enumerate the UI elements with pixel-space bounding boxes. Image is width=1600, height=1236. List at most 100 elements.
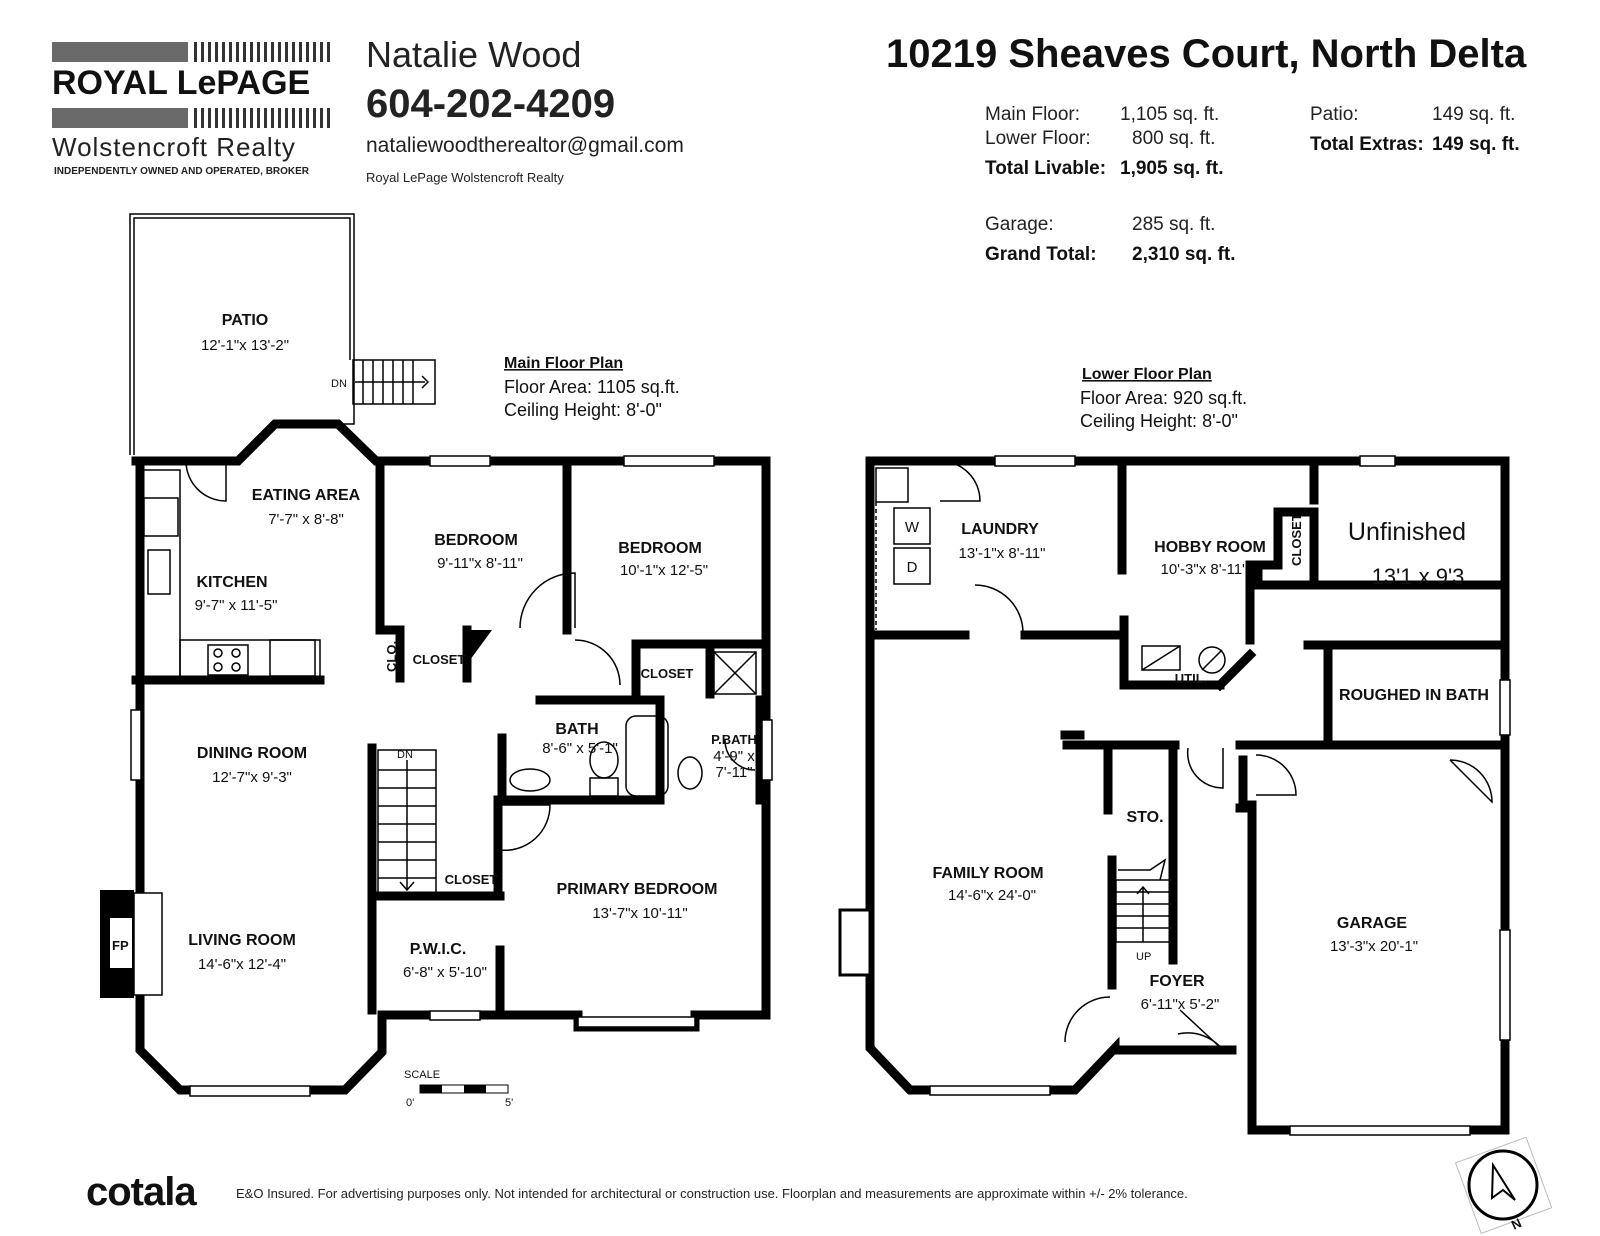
primary-bedroom-dim: 13'-7"x 10'-11" [592, 905, 687, 922]
grand-total-label: Grand Total: [985, 244, 1097, 265]
bath-label: BATH [555, 721, 598, 738]
storage-label: STO. [1126, 809, 1163, 826]
patio-label: PATIO [222, 312, 269, 329]
unfinished-dim: 13'1 x 9'3 [1372, 564, 1465, 589]
main-windows [130, 455, 773, 1097]
family-room-label: FAMILY ROOM [932, 865, 1043, 882]
lower-floor-area: Floor Area: 920 sq.ft. [1080, 388, 1247, 408]
lower-floor-value: 800 sq. ft. [1132, 128, 1216, 149]
family-room-dim: 14'-6"x 24'-0" [948, 887, 1036, 904]
lower-windows [929, 455, 1511, 1136]
main-floor-title: Main Floor Plan [504, 355, 623, 372]
foyer-label: FOYER [1149, 973, 1205, 990]
kitchen-fixtures [139, 469, 321, 681]
patio-dim: 12'-1"x 13'-2" [201, 337, 289, 354]
closet-bedroom-1: CLOSET [413, 652, 466, 667]
pbath-dim-2: 7'-11" [715, 764, 752, 781]
laundry-dim: 13'-1"x 8'-11" [959, 545, 1046, 562]
util-label: UTIL. [1175, 671, 1208, 686]
lower-floor-label: Lower Floor: [985, 128, 1091, 149]
patio-label: Patio: [1310, 104, 1359, 125]
main-stairs-dn: DN [397, 749, 413, 761]
logo-bar-top [52, 42, 188, 62]
kitchen-dim: 9'-7" x 11'-5" [195, 597, 278, 614]
unfinished-label: Unfinished [1348, 518, 1466, 546]
patio-outline [129, 213, 355, 455]
agent-email[interactable]: nataliewoodtherealtor@gmail.com [366, 134, 684, 157]
lower-floor-title: Lower Floor Plan [1082, 366, 1212, 383]
pbath-label: P.BATH [711, 732, 757, 747]
eating-area-dim: 7'-7" x 8'-8" [268, 511, 344, 528]
scale-bar [419, 1084, 509, 1094]
hobby-room-dim: 10'-3"x 8'-11" [1161, 561, 1248, 578]
bedroom-1-dim: 9'-11"x 8'-11" [437, 555, 523, 572]
brokerage-logo: ROYAL LePAGE Wolstencroft Realty INDEPEN… [52, 42, 332, 182]
garage-value: 285 sq. ft. [1132, 214, 1216, 235]
lower-stairs-up: UP [1136, 951, 1151, 963]
logo-bar-mid [52, 108, 188, 128]
logo-subtitle: Wolstencroft Realty [52, 132, 296, 162]
grand-total-value: 2,310 sq. ft. [1132, 244, 1236, 265]
main-floor-value: 1,105 sq. ft. [1120, 104, 1220, 125]
lower-floor-plan: W D UP [838, 366, 1511, 1136]
laundry-label: LAUNDRY [961, 521, 1039, 538]
garage-label: Garage: [985, 214, 1054, 235]
bath-dim: 8'-6" x 5'-1" [542, 740, 618, 757]
dryer-label: D [907, 559, 918, 576]
garage-room-label: GARAGE [1337, 915, 1408, 932]
patio-stairs-dn: DN [331, 378, 347, 390]
patio-stairs [352, 359, 436, 405]
main-floor-label: Main Floor: [985, 104, 1081, 125]
scale-five: 5' [505, 1097, 513, 1109]
patio-outline-inner [133, 217, 351, 455]
scale-zero: 0' [406, 1097, 414, 1109]
main-floor-ceiling: Ceiling Height: 8'-0" [504, 400, 662, 420]
pwic-dim: 6'-8" x 5'-10" [403, 964, 487, 981]
dining-room-dim: 12'-7"x 9'-3" [212, 769, 292, 786]
eating-area-label: EATING AREA [252, 487, 361, 504]
total-extras-label: Total Extras: [1310, 134, 1424, 155]
kitchen-label: KITCHEN [196, 574, 267, 591]
bedroom-2-dim: 10'-1"x 12'-5" [620, 562, 708, 579]
logo-tagline: INDEPENDENTLY OWNED AND OPERATED, BROKER [54, 166, 310, 177]
bedroom-2-label: BEDROOM [618, 540, 702, 557]
bath-fixtures [509, 651, 757, 797]
total-extras-value: 149 sq. ft. [1432, 134, 1520, 155]
logo-wordmark: ROYAL LePAGE [52, 64, 311, 102]
total-livable-value: 1,905 sq. ft. [1120, 158, 1224, 179]
closet-bedroom-2: CLOSET [641, 666, 694, 681]
footer-disclaimer: E&O Insured. For advertising purposes on… [236, 1186, 1188, 1201]
living-room-label: LIVING ROOM [188, 932, 296, 949]
roughed-in-bath-label: ROUGHED IN BATH [1339, 687, 1489, 704]
fireplace-label: FP [112, 938, 129, 953]
logo-barcode-mid [194, 108, 330, 128]
total-livable-label: Total Livable: [985, 158, 1107, 179]
washer-label: W [905, 519, 920, 536]
patio-value: 149 sq. ft. [1432, 104, 1516, 125]
north-label: N [1509, 1215, 1524, 1233]
main-stairs [377, 749, 437, 896]
living-room-dim: 14'-6"x 12'-4" [198, 956, 286, 973]
lower-floor-ceiling: Ceiling Height: 8'-0" [1080, 411, 1238, 431]
bedroom-1-label: BEDROOM [434, 532, 518, 549]
pbath-dim-1: 4'-9" x [713, 748, 755, 765]
logo-barcode-top [194, 42, 330, 62]
agent-company: Royal LePage Wolstencroft Realty [366, 170, 564, 185]
dining-room-label: DINING ROOM [197, 745, 307, 762]
closet-hobby: CLOSET [1289, 513, 1304, 566]
pwic-label: P.W.I.C. [410, 941, 467, 958]
scale-label: SCALE [404, 1069, 440, 1081]
north-arrow: N [1454, 1136, 1553, 1235]
garage-room-dim: 13'-3"x 20'-1" [1330, 938, 1418, 955]
clo-label: CLO. [384, 641, 399, 672]
main-floor-area: Floor Area: 1105 sq.ft. [504, 377, 680, 397]
closet-hall: CLOSET [445, 872, 498, 887]
lower-stairs [1115, 858, 1172, 943]
foyer-dim: 6'-11"x 5'-2" [1141, 996, 1220, 1013]
primary-bedroom-label: PRIMARY BEDROOM [557, 881, 718, 898]
agent-phone: 604-202-4209 [366, 82, 616, 126]
cotala-logo: cotala [86, 1170, 197, 1214]
property-address: 10219 Sheaves Court, North Delta [886, 32, 1527, 76]
agent-name: Natalie Wood [366, 34, 582, 75]
